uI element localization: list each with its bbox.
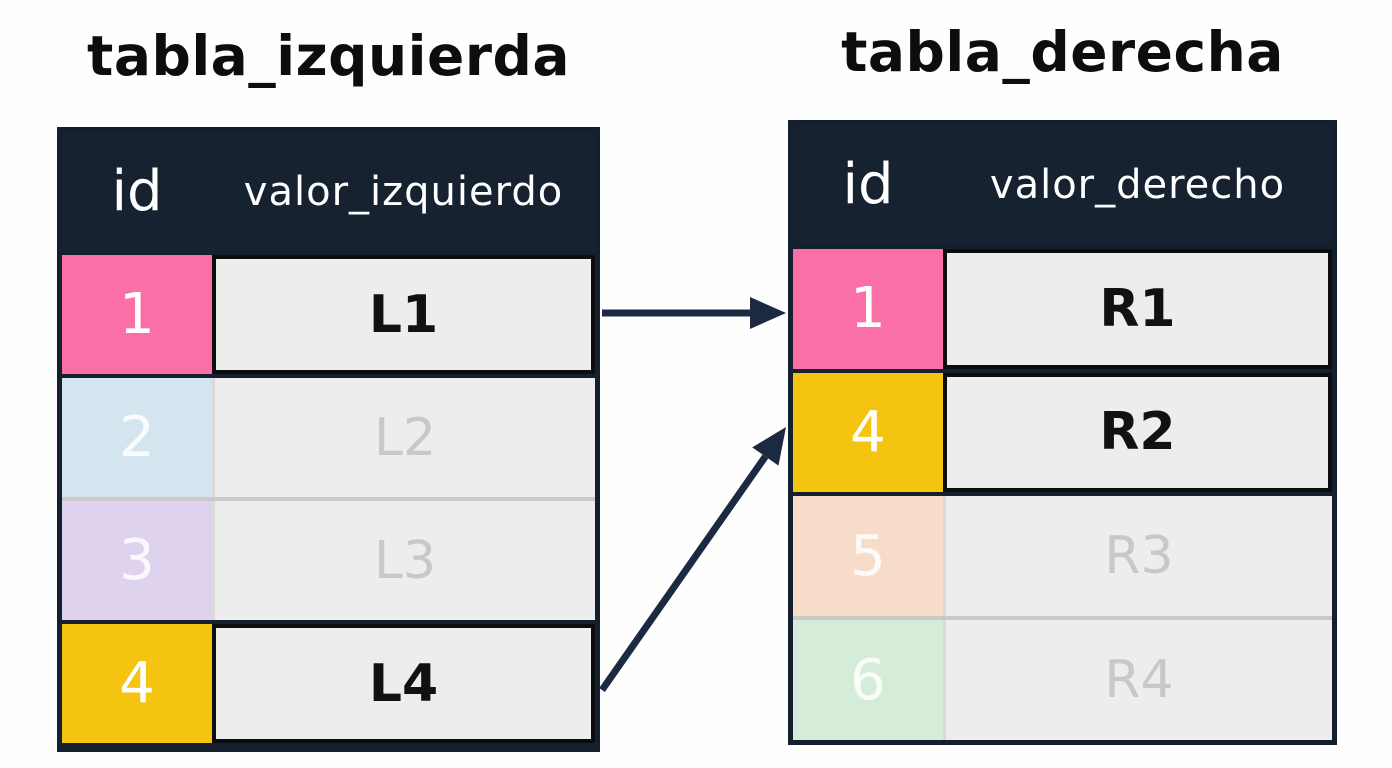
value-cell: R4	[943, 620, 1332, 740]
id-cell: 4	[62, 624, 212, 743]
table-row: 6 R4	[793, 616, 1332, 740]
id-cell: 5	[793, 496, 943, 617]
id-cell: 1	[793, 248, 943, 369]
right-header-value: valor_derecho	[989, 161, 1286, 208]
value-cell: R2	[943, 372, 1332, 493]
value-cell: R1	[943, 248, 1332, 369]
left-table-header: id valor_izquierdo	[62, 132, 595, 251]
table-row: 4 L4	[62, 620, 595, 747]
table-row: 1 L1	[62, 251, 595, 378]
left-header-value: valor_izquierdo	[243, 168, 564, 215]
value-cell: L1	[212, 255, 595, 374]
value-cell: L4	[212, 624, 595, 743]
value-cell: L3	[212, 501, 595, 620]
left-table: id valor_izquierdo 1 L1 2 L2 3 L3 4 L4	[57, 127, 600, 752]
table-row: 1 R1	[793, 244, 1332, 373]
table-row: 3 L3	[62, 497, 595, 620]
left-header-id: id	[111, 159, 163, 224]
right-header-id: id	[842, 152, 894, 218]
right-table-title: tabla_derecha	[841, 20, 1284, 84]
id-cell: 3	[62, 501, 212, 620]
table-row: 5 R3	[793, 496, 1332, 617]
id-cell: 1	[62, 255, 212, 374]
id-cell: 6	[793, 620, 943, 740]
id-cell: 4	[793, 372, 943, 493]
value-cell: R3	[943, 496, 1332, 617]
right-table: id valor_derecho 1 R1 4 R2 5 R3 6 R4	[788, 120, 1337, 745]
value-cell: L2	[212, 378, 595, 497]
right-table-header: id valor_derecho	[793, 125, 1332, 245]
table-row: 4 R2	[793, 368, 1332, 497]
id-cell: 2	[62, 378, 212, 497]
left-table-title: tabla_izquierda	[87, 24, 570, 88]
table-row: 2 L2	[62, 378, 595, 497]
